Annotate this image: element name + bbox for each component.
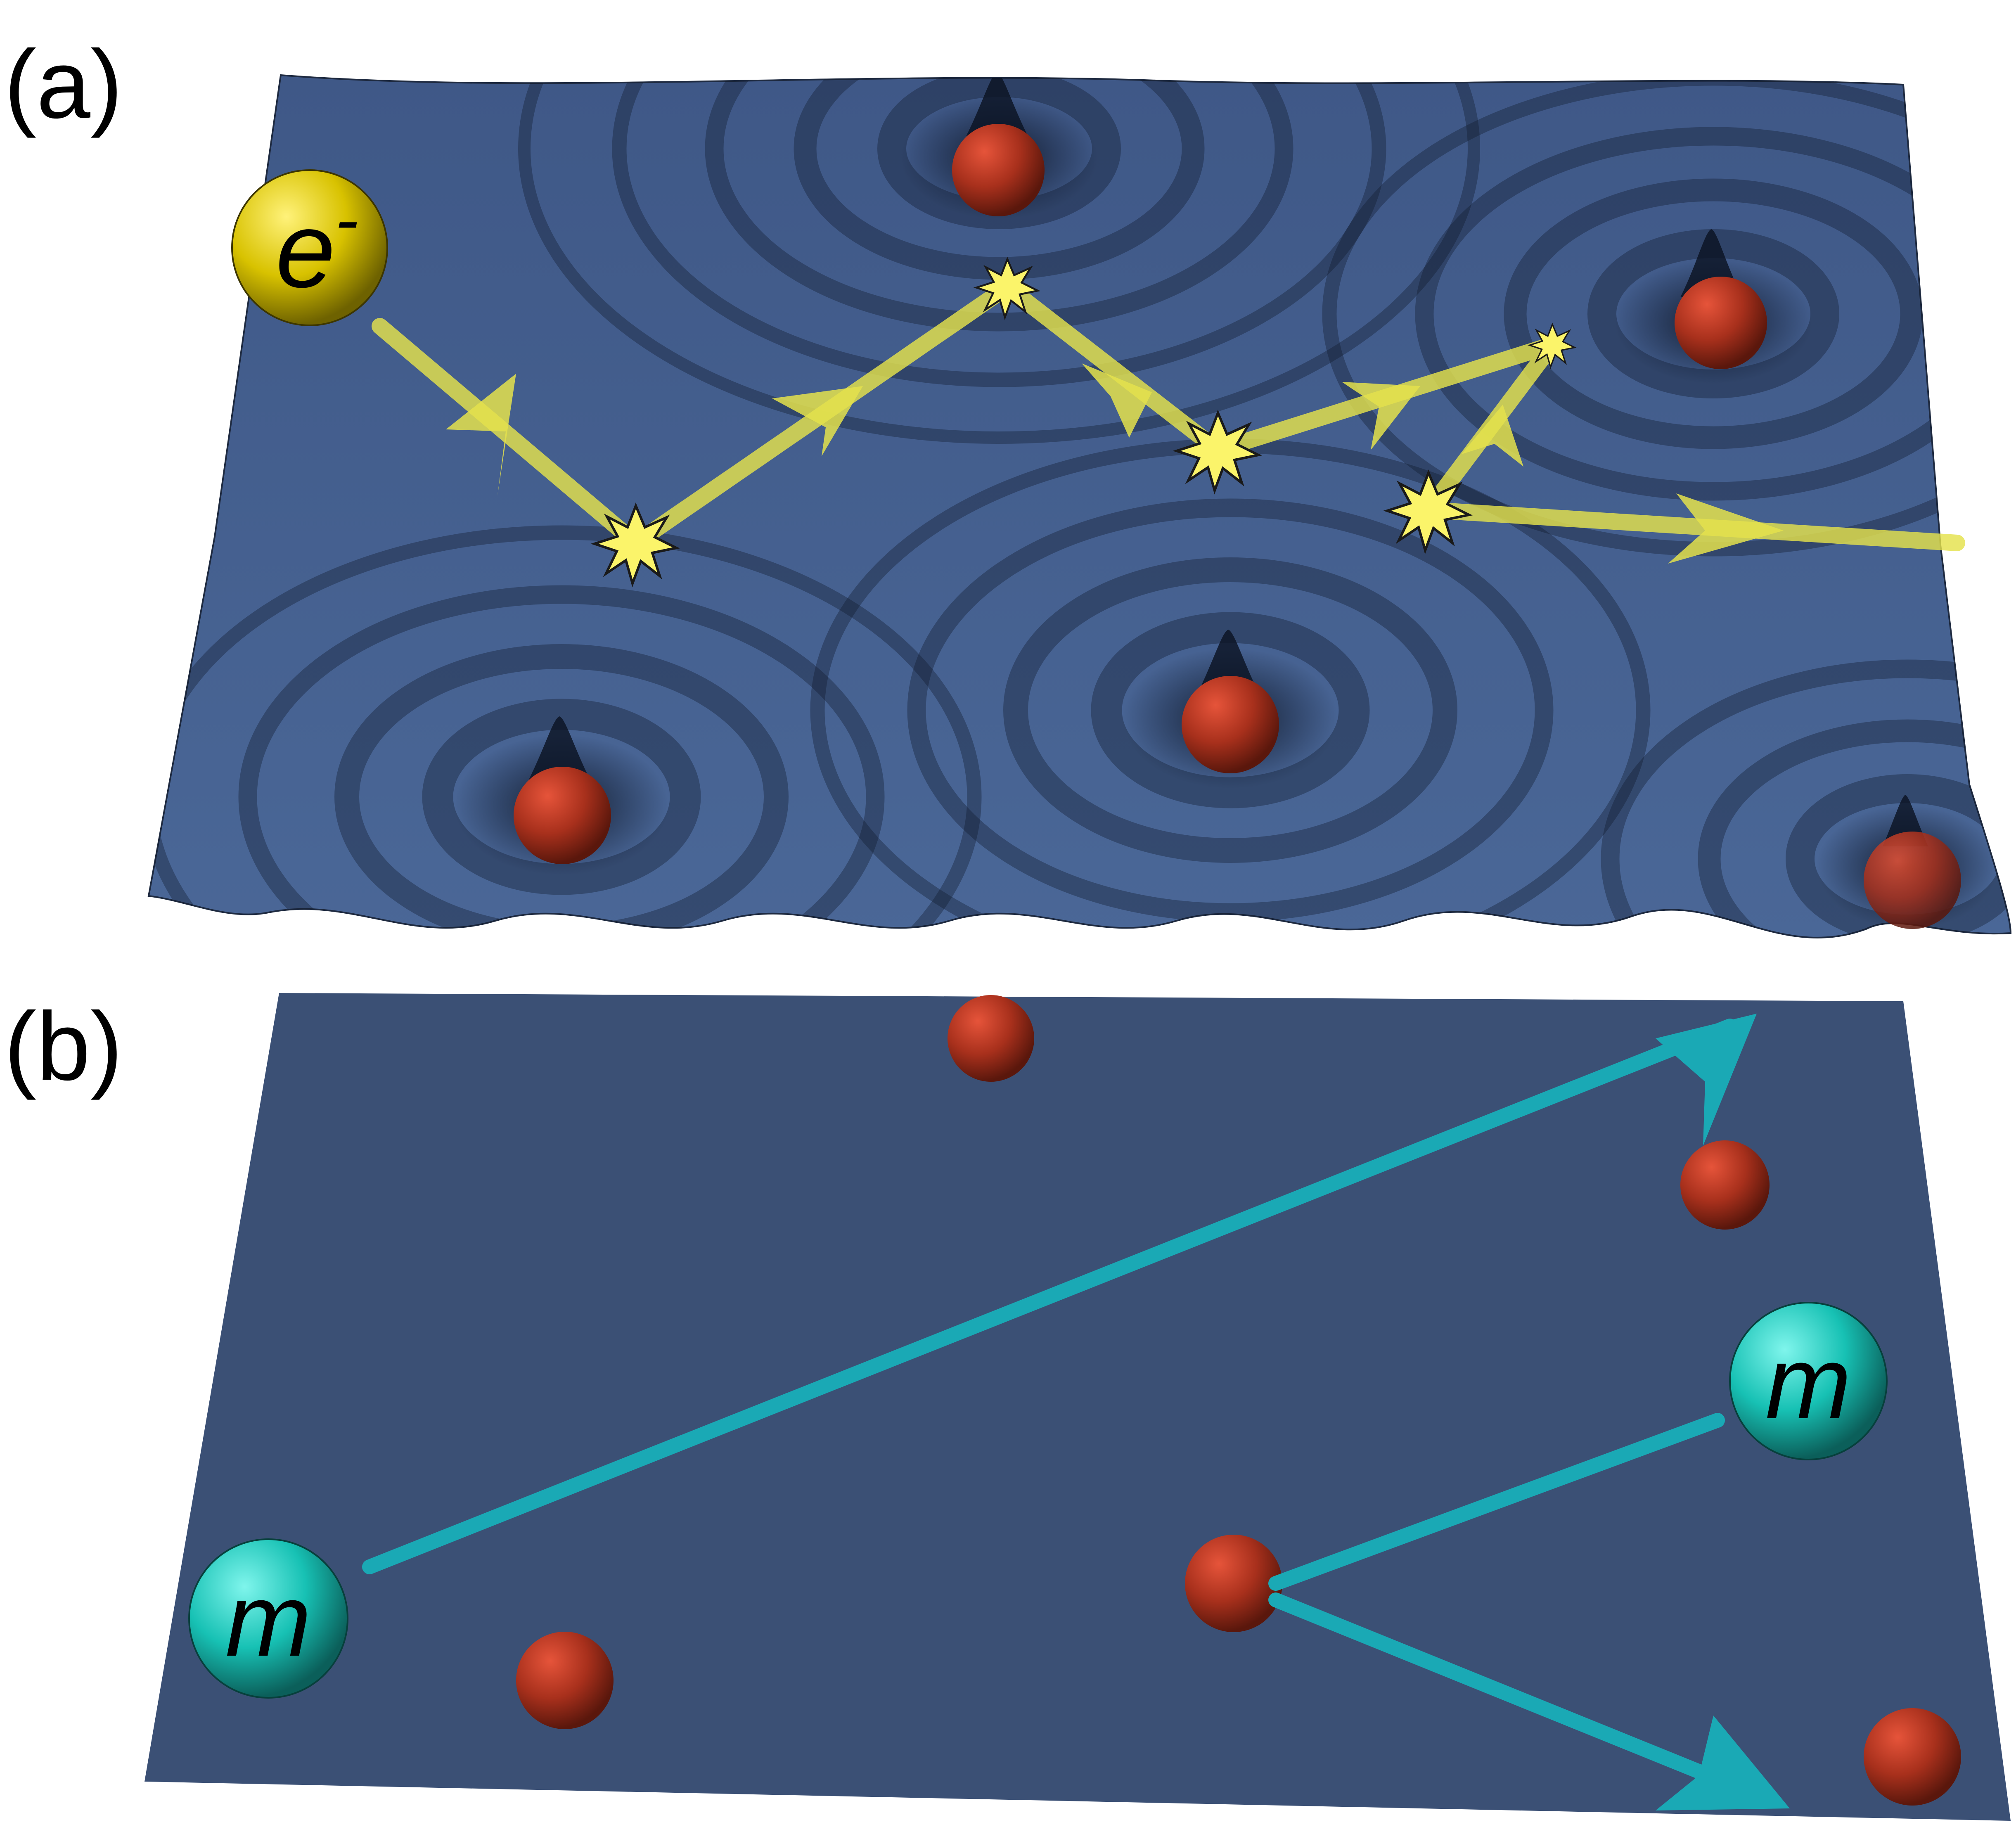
impurity-b-3 xyxy=(1185,1535,1282,1632)
impurity-a-2 xyxy=(1675,277,1767,369)
impurity-a-1 xyxy=(952,124,1045,216)
trajectory-long xyxy=(362,1019,1737,1574)
panel-a-label: (a) xyxy=(4,30,123,138)
arrowhead-1 xyxy=(446,374,516,495)
arrowhead-b-1 xyxy=(1656,1014,1757,1146)
arrowhead-4 xyxy=(1342,382,1420,450)
massive-particle-1-sphere xyxy=(188,1538,348,1699)
trajectory-arrowheads xyxy=(446,363,1784,564)
impurity-b-5 xyxy=(1864,1708,1961,1806)
arrowhead-b-2 xyxy=(1656,1716,1790,1810)
impurity-a-5 xyxy=(1864,832,1961,929)
impurity-b-2 xyxy=(1680,1140,1770,1230)
trajectory-arrowheads-b xyxy=(1656,1014,1790,1810)
scattering-event-3 xyxy=(1173,409,1263,495)
massive-particle-trajectories xyxy=(362,1019,1741,1793)
electron-symbol: e xyxy=(276,190,336,310)
massive-particle-2-symbol: m xyxy=(1765,1325,1851,1440)
arrowhead-3 xyxy=(1082,363,1152,438)
arrowhead-5 xyxy=(1462,405,1523,467)
electron-sphere xyxy=(231,169,388,326)
electron-charge: - xyxy=(335,180,359,259)
panel-b-surface xyxy=(145,993,2011,1821)
massive-particle-1: m xyxy=(188,1538,348,1699)
arrowhead-2 xyxy=(772,386,863,456)
electron: e - xyxy=(231,169,388,326)
scattering-event-4 xyxy=(1527,322,1577,370)
scattering-event-1 xyxy=(590,502,680,588)
impurity-a-3 xyxy=(1182,676,1279,773)
impurity-b-4 xyxy=(516,1632,614,1729)
impurity-b-1 xyxy=(948,995,1034,1082)
massive-particle-2-sphere xyxy=(1729,1302,1888,1460)
scattering-event-2 xyxy=(973,256,1041,320)
trajectory-outgoing xyxy=(1268,1592,1741,1793)
arrowhead-6 xyxy=(1668,493,1784,564)
scattering-events xyxy=(590,256,1577,588)
massive-particle-2: m xyxy=(1729,1302,1888,1460)
scattering-event-5 xyxy=(1383,469,1473,554)
impurity-a-4 xyxy=(514,767,611,864)
massive-particle-1-symbol: m xyxy=(225,1562,311,1678)
panel-b-label: (b) xyxy=(4,992,123,1100)
trajectory-incoming xyxy=(1268,1413,1725,1591)
